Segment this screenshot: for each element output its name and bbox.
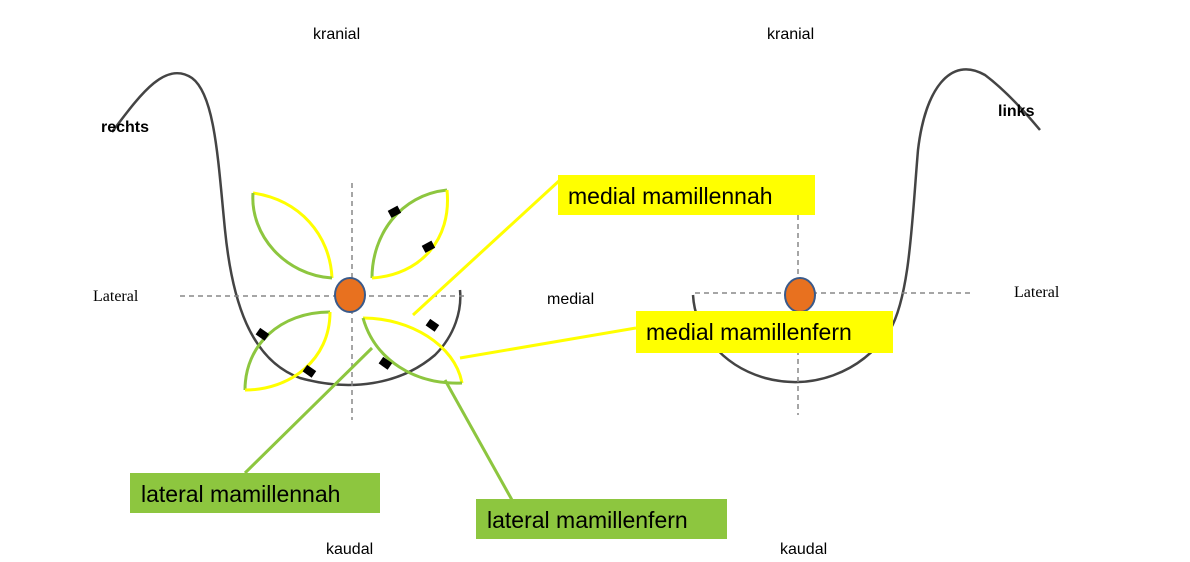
label-left-side: links: [998, 103, 1035, 120]
callout-lateral-far: lateral mamillenfern: [487, 507, 688, 533]
leader-lateral-far: [443, 379, 514, 501]
label-right-side: rechts: [101, 119, 149, 136]
callout-box-lateral-near: [130, 473, 380, 513]
label-medial: medial: [547, 291, 594, 308]
callout-box-medial-far: [636, 311, 893, 353]
leaf-lower-lateral: [243, 310, 332, 392]
marker-1: [387, 205, 402, 218]
callout-box-lateral-far: [476, 499, 727, 539]
label-cranial-right: kranial: [767, 26, 814, 43]
label-lateral-right: Lateral: [1014, 284, 1060, 301]
left-breast-outline: [691, 68, 1041, 384]
leader-medial-near: [411, 178, 562, 317]
leaf-upper-lateral: [251, 191, 334, 280]
leaf-lower-medial: [361, 316, 464, 385]
right-breast-outline: [111, 71, 462, 387]
leader-medial-far: [459, 326, 637, 360]
callout-medial-near: medial mamillennah: [568, 183, 773, 209]
label-cranial-left: kranial: [313, 26, 360, 43]
marker-2: [421, 240, 436, 253]
label-caudal-right: kaudal: [780, 541, 827, 558]
label-caudal-left: kaudal: [326, 541, 373, 558]
marker-5: [425, 318, 440, 332]
nipple-right-breast: [334, 277, 366, 313]
marker-4: [302, 364, 317, 378]
callout-box-medial-near: [558, 175, 815, 215]
callout-medial-far: medial mamillenfern: [646, 319, 852, 345]
marker-6: [378, 356, 393, 370]
marker-3: [255, 327, 270, 341]
callout-lateral-near: lateral mamillennah: [141, 481, 340, 507]
nipple-left-breast: [784, 277, 816, 313]
leaf-upper-medial: [370, 188, 450, 280]
leader-lateral-near: [243, 346, 374, 475]
label-lateral-left: Lateral: [93, 288, 139, 305]
